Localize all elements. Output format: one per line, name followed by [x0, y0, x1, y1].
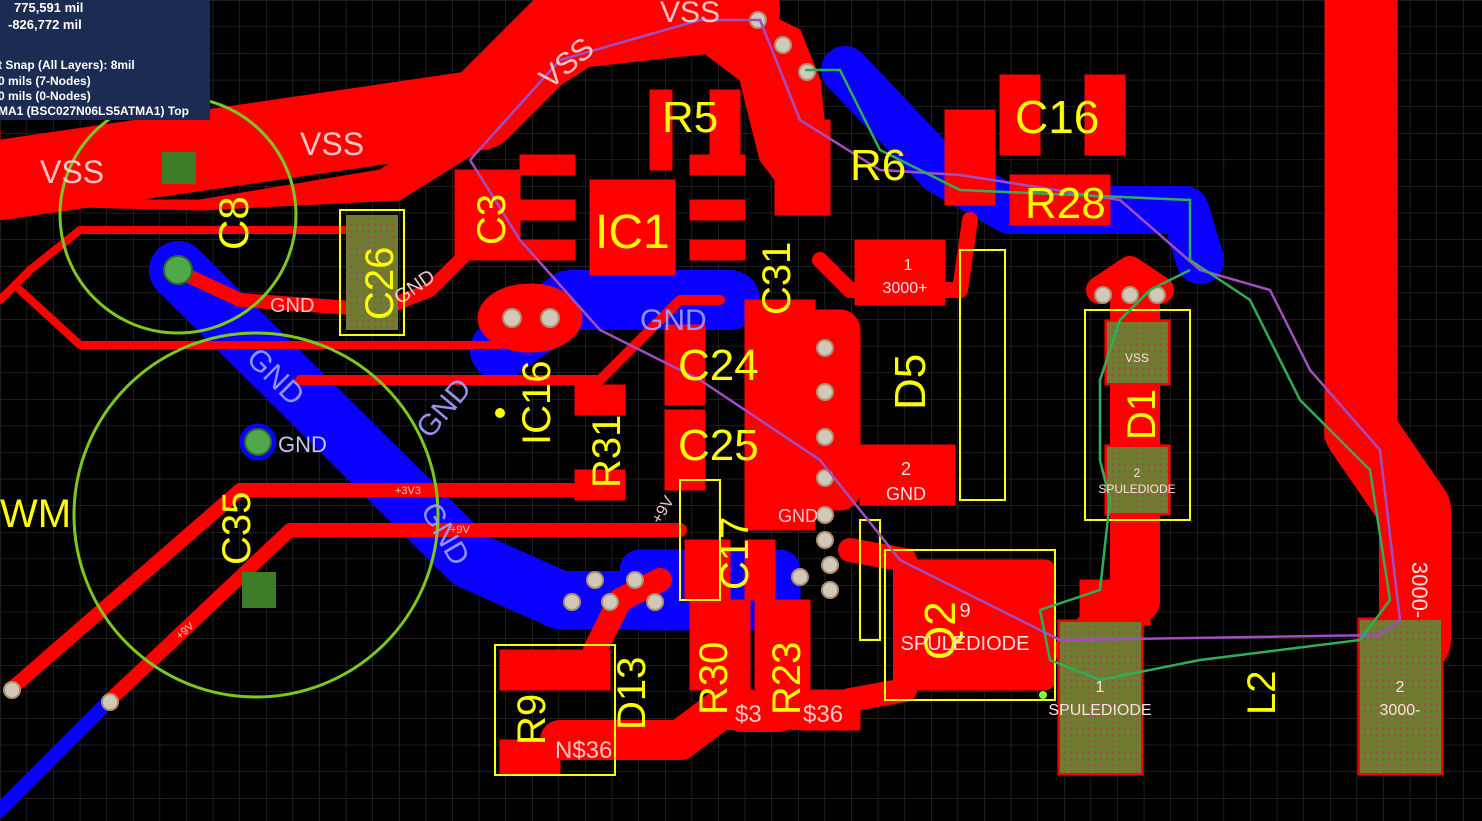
- pad-gnd-label: GND: [886, 484, 926, 504]
- q2-pad-num: 9: [959, 600, 970, 622]
- c26-label: C26: [358, 247, 402, 320]
- c31-label: C31: [755, 242, 799, 315]
- wm-label: WM: [0, 492, 71, 536]
- pad-spule2-label: SPULEDIODE: [1098, 482, 1175, 496]
- c35-label: C35: [215, 492, 259, 565]
- hud-snap-info: t Snap (All Layers): 8mil: [0, 58, 135, 72]
- r23-label: R23: [765, 642, 809, 715]
- net-vss-2: VSS: [300, 126, 364, 162]
- d13-label: D13: [610, 657, 654, 730]
- c24-label: C24: [678, 341, 759, 390]
- ic16-label: IC16: [515, 361, 559, 446]
- net-n36-a: N$36: [555, 737, 612, 764]
- hud-x-coordinate: 775,591 mil: [14, 0, 84, 15]
- silkscreen-layer: [339, 209, 1191, 776]
- pad-vss-label: VSS: [1125, 351, 1149, 365]
- hud-nodes-b: 0 mils (0-Nodes): [0, 89, 91, 103]
- pad-spule2-num: 2: [1134, 466, 1141, 480]
- coordinate-hud: 775,591 mil -826,772 mil t Snap (All Lay…: [0, 0, 210, 120]
- d1-label: D1: [1120, 389, 1164, 440]
- pad-gnd-num: 2: [901, 459, 911, 479]
- r5-label: R5: [662, 93, 718, 142]
- origin-marker: [495, 408, 505, 418]
- net-gnd-8: GND: [778, 506, 818, 526]
- d5-label: D5: [886, 354, 935, 410]
- l2b-pad-num: 2: [1396, 679, 1405, 696]
- r30-label: R30: [692, 642, 736, 715]
- hud-y-coordinate: -826,772 mil: [8, 17, 82, 32]
- net-9v-a: +9V: [450, 524, 471, 536]
- c16-label: C16: [1015, 91, 1099, 143]
- net-vss-4: VSS: [660, 0, 720, 29]
- ic1-label: IC1: [595, 206, 670, 259]
- r28-label: R28: [1025, 179, 1106, 228]
- net-gnd-3: GND: [278, 432, 327, 457]
- l2b-pad-label: 3000-: [1380, 702, 1421, 719]
- pad-3000-label: 3000+: [883, 280, 928, 297]
- pad-3000-num: 1: [904, 257, 913, 274]
- designator-labels: C8 C26 C3 IC1 R5 R6 C16 R28 C31 D5 IC16 …: [0, 91, 1284, 745]
- net-3v3: +3V3: [395, 485, 421, 497]
- hud-nodes-a: 0 mils (7-Nodes): [0, 74, 91, 88]
- cursor-dot: [1039, 691, 1047, 699]
- l2a-pad-num: 1: [1096, 679, 1105, 696]
- c25-label: C25: [678, 421, 759, 470]
- net-vss-1: VSS: [40, 154, 104, 190]
- q2-pad-label: SPULEDIODE: [901, 633, 1030, 655]
- q2-label: Q2: [916, 601, 965, 660]
- r9-label: R9: [510, 694, 554, 745]
- l2a-pad-label: SPULEDIODE: [1048, 702, 1151, 719]
- c17-label: C17: [713, 517, 757, 590]
- net-gnd-7: GND: [640, 304, 707, 337]
- hud-component-info: MA1 (BSC027N06LS5ATMA1) Top: [0, 104, 189, 118]
- vias: [3, 11, 1166, 711]
- green-vias: [163, 255, 272, 456]
- c8-label: C8: [210, 196, 257, 250]
- net-n36-c: $3: [735, 701, 762, 728]
- pad-labels: 1 3000+ 2 GND VSS 2 SPULEDIODE 9 SPULEDI…: [883, 257, 1432, 719]
- l2-label: L2: [1240, 671, 1284, 716]
- ratsnest-lines: [468, 18, 1402, 682]
- c3-label: C3: [470, 194, 514, 245]
- trace-3000-minus: 3000-: [1407, 562, 1432, 618]
- r31-label: R31: [585, 415, 629, 488]
- net-gnd-1: GND: [270, 295, 314, 317]
- r6-label: R6: [850, 141, 906, 190]
- net-n36-b: $36: [803, 701, 843, 728]
